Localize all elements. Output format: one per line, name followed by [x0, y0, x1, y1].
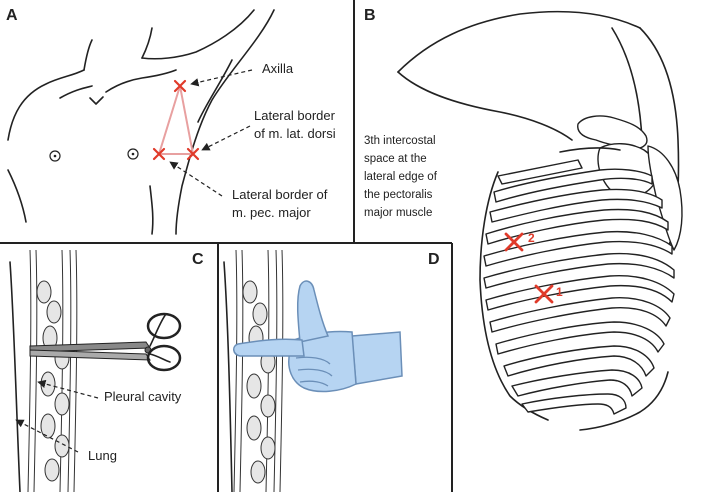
panel-b-text-line-4: the pectoralis — [364, 189, 433, 201]
label-lat-dorsi-line2: of m. lat. dorsi — [254, 126, 336, 141]
x-marker-1 — [534, 284, 554, 304]
marker-label-2: 2 — [528, 231, 535, 245]
torso-outline — [7, 9, 275, 235]
x-marker-pec-major — [152, 147, 166, 161]
panel-c: C — [9, 249, 204, 492]
arrow-pleural-cavity — [37, 379, 99, 399]
arrow-lat-dorsi — [201, 125, 251, 151]
panel-b-text-line-1: 3th intercostal — [364, 135, 436, 147]
panel-a: A — [6, 7, 336, 235]
label-axilla: Axilla — [262, 61, 294, 76]
safe-triangle — [157, 85, 195, 155]
ribs-c — [36, 280, 70, 482]
panel-b-text-line-3: lateral edge of — [364, 171, 438, 183]
panel-b-text-line-5: major muscle — [364, 207, 432, 219]
nipple-left — [49, 150, 61, 162]
arrow-lung — [15, 419, 79, 453]
panel-b-letter: B — [364, 7, 376, 24]
gloved-hand-icon — [233, 280, 403, 393]
label-lung: Lung — [88, 448, 117, 463]
forceps-icon — [29, 312, 182, 372]
x-marker-axilla — [173, 79, 187, 93]
panel-b: B — [364, 7, 683, 431]
arrow-pec-major — [169, 161, 223, 197]
panel-b-description: 3th intercostal space at the lateral edg… — [364, 135, 438, 219]
shoulder-bones — [577, 115, 683, 251]
panel-c-letter: C — [192, 251, 204, 268]
panel-a-letter: A — [6, 7, 18, 24]
x-marker-2 — [504, 232, 524, 252]
label-pleural-cavity: Pleural cavity — [104, 389, 182, 404]
body-outline — [479, 147, 669, 431]
ribs-d — [242, 280, 276, 484]
x-marker-lat-dorsi — [186, 147, 200, 161]
arrow-axilla — [190, 69, 253, 87]
rib-cage — [483, 159, 675, 415]
panel-b-text-line-2: space at the — [364, 153, 427, 165]
marker-label-1: 1 — [556, 285, 563, 299]
label-lat-dorsi-line1: Lateral border — [254, 108, 336, 123]
nipple-right — [127, 148, 139, 160]
label-pec-major-line2: m. pec. major — [232, 205, 311, 220]
panel-d: D — [223, 249, 440, 492]
panel-d-letter: D — [428, 251, 440, 268]
chest-wall-d — [223, 249, 284, 492]
panel-dividers — [0, 0, 453, 492]
label-pec-major-line1: Lateral border of — [232, 187, 328, 202]
